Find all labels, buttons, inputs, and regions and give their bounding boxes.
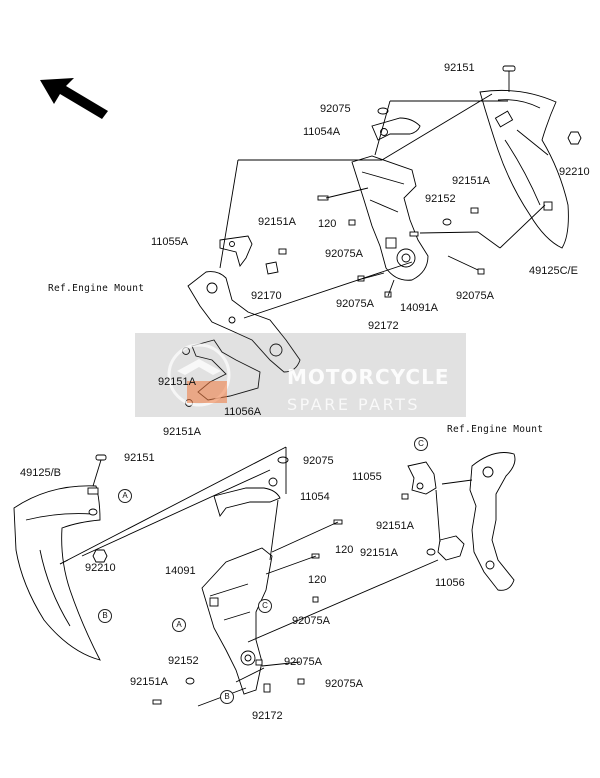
part-label: 92075A — [325, 248, 363, 260]
part-label: 92151A — [158, 376, 196, 388]
part-label: 92075A — [325, 678, 363, 690]
part-label: 92210 — [85, 562, 116, 574]
part-label: 92152 — [168, 655, 199, 667]
part-label: 92075A — [284, 656, 322, 668]
part-label: 92210 — [559, 166, 590, 178]
part-label: 11055A — [151, 236, 189, 248]
part-label: 92075A — [456, 290, 494, 302]
side-cowl-left-part — [13, 485, 101, 661]
front-direction-arrow-icon — [40, 78, 108, 119]
part-label: 120 — [308, 574, 327, 586]
callout-a: A — [118, 489, 132, 503]
part-label: 92151A — [452, 175, 490, 187]
part-label: 11056 — [435, 577, 465, 589]
part-label: 49125C/E — [529, 265, 578, 277]
part-label: 92151A — [376, 520, 414, 532]
part-label: 120 — [318, 218, 337, 230]
part-label: 92152 — [425, 193, 456, 205]
part-label: 120 — [335, 544, 354, 556]
part-label: 92151A — [360, 547, 398, 559]
part-label: 92075 — [303, 455, 334, 467]
watermark-subtitle: SPARE PARTS — [287, 395, 420, 414]
part-label: 92172 — [368, 320, 399, 332]
callout-c: C — [414, 437, 428, 451]
watermark-logo-icon — [167, 343, 231, 407]
part-label: 11056A — [224, 406, 262, 418]
watermark-panel: MOTORCYCLE SPARE PARTS — [135, 333, 466, 417]
part-label: 92151 — [444, 62, 475, 74]
part-label: 11054A — [303, 126, 341, 138]
part-label: 11054 — [300, 491, 330, 503]
inner-panel-lower-part — [201, 547, 273, 695]
part-label: 14091A — [400, 302, 438, 314]
engine-mount-reference-lower-part — [469, 452, 516, 591]
part-label: 11055 — [352, 471, 382, 483]
callout-c: C — [258, 599, 272, 613]
part-label: 92151 — [124, 452, 155, 464]
part-label: 92172 — [252, 710, 283, 722]
part-label: 92075A — [336, 298, 374, 310]
inner-panel-upper-part — [351, 155, 429, 281]
part-label: 92170 — [251, 290, 282, 302]
watermark-title: MOTORCYCLE — [287, 365, 450, 389]
part-label: 92075A — [292, 615, 330, 627]
part-label: 92151A — [130, 676, 168, 688]
callout-b: B — [98, 609, 112, 623]
part-label: 92151A — [163, 426, 201, 438]
ref-engine-mount-label: Ref.Engine Mount — [447, 424, 544, 435]
ref-engine-mount-label: Ref.Engine Mount — [48, 283, 145, 294]
callout-b: B — [220, 690, 234, 704]
part-label: 92075 — [320, 103, 351, 115]
callout-a: A — [172, 618, 186, 632]
part-label: 92151A — [258, 216, 296, 228]
part-label: 49125/B — [20, 467, 61, 479]
part-label: 14091 — [165, 565, 196, 577]
